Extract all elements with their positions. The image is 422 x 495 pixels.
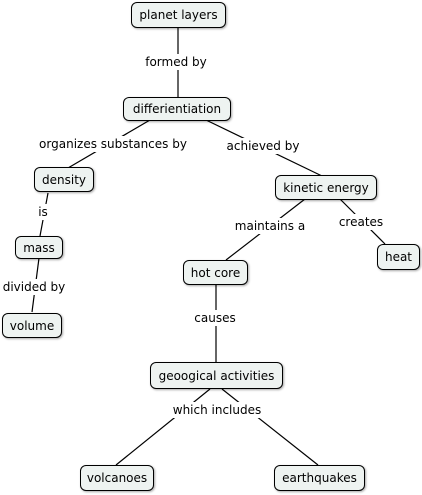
- link-label-maintains-a: maintains a: [232, 218, 308, 234]
- link-label-which-includes: which includes: [170, 402, 264, 418]
- connector-line: [115, 388, 211, 466]
- node-differentiation[interactable]: differientiation: [123, 97, 231, 121]
- node-planet-layers[interactable]: planet layers: [131, 2, 226, 28]
- link-label-formed-by: formed by: [143, 54, 209, 70]
- node-heat[interactable]: heat: [377, 244, 420, 270]
- link-label-causes: causes: [192, 310, 238, 326]
- node-earthquakes[interactable]: earthquakes: [274, 465, 365, 491]
- node-hot-core[interactable]: hot core: [183, 260, 248, 285]
- connector-line: [221, 388, 319, 466]
- link-label-creates: creates: [336, 214, 386, 230]
- node-volcanoes[interactable]: volcanoes: [80, 465, 154, 491]
- link-label-achieved-by: achieved by: [224, 138, 302, 154]
- node-density[interactable]: density: [34, 167, 94, 192]
- node-geological-activities[interactable]: geoogical activities: [150, 362, 283, 389]
- link-label-is: is: [36, 204, 50, 220]
- link-label-organizes-substances-by: organizes substances by: [37, 136, 189, 152]
- node-kinetic-energy[interactable]: kinetic energy: [275, 175, 377, 200]
- node-mass[interactable]: mass: [15, 236, 63, 259]
- node-volume[interactable]: volume: [2, 313, 62, 338]
- link-label-divided-by: divided by: [0, 279, 68, 295]
